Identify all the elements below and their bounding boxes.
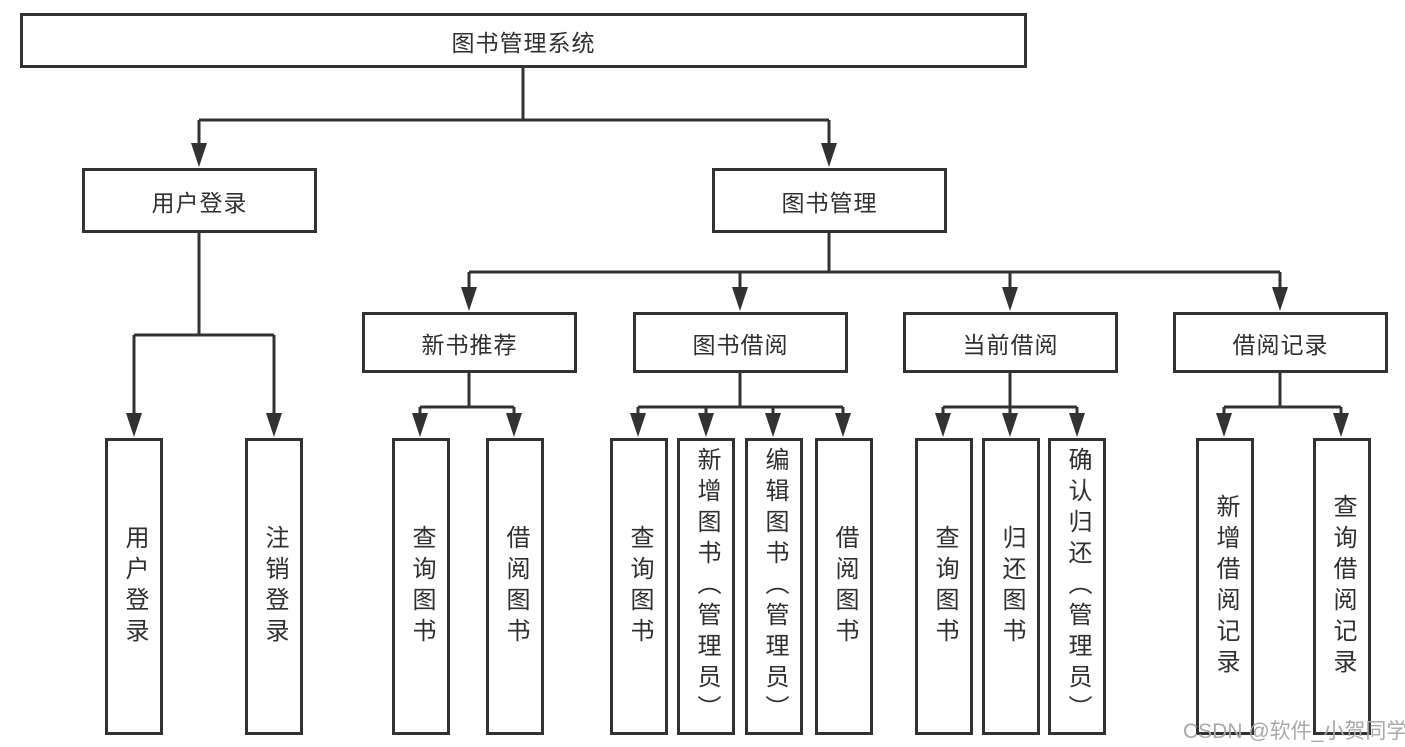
node-leaf-return-book: 归还图书 <box>982 438 1040 735</box>
node-leaf-user-login: 用户登录 <box>105 438 163 735</box>
node-new-book-recommend: 新书推荐 <box>362 312 577 373</box>
node-label: 确认归还（管理员） <box>1064 447 1091 726</box>
node-book-management: 图书管理 <box>712 168 947 233</box>
node-leaf-confirm-return-admin: 确认归还（管理员） <box>1048 438 1106 735</box>
node-leaf-add-book-admin: 新增图书（管理员） <box>677 438 735 735</box>
node-label: 归还图书 <box>998 524 1025 649</box>
node-leaf-query-books-2: 查询图书 <box>610 438 668 735</box>
node-label: 新增图书（管理员） <box>693 447 720 726</box>
node-leaf-add-borrow-record: 新增借阅记录 <box>1196 438 1254 735</box>
node-label: 查询图书 <box>931 524 958 649</box>
node-label: 用户登录 <box>121 524 148 649</box>
node-label: 借阅图书 <box>502 524 529 649</box>
node-label: 借阅图书 <box>831 524 858 649</box>
node-label: 编辑图书（管理员） <box>761 447 788 726</box>
node-label: 新增借阅记录 <box>1212 493 1239 680</box>
node-leaf-logout: 注销登录 <box>245 438 303 735</box>
node-leaf-borrow-books-2: 借阅图书 <box>815 438 873 735</box>
node-library-management-system: 图书管理系统 <box>20 13 1027 68</box>
node-leaf-query-borrow-record: 查询借阅记录 <box>1313 438 1371 735</box>
node-label: 查询图书 <box>408 524 435 649</box>
node-label: 用户登录 <box>151 189 248 216</box>
node-user-login: 用户登录 <box>82 168 317 233</box>
node-leaf-query-books-1: 查询图书 <box>392 438 450 735</box>
arrowheads <box>126 143 1349 437</box>
node-current-borrow: 当前借阅 <box>903 312 1118 373</box>
node-label: 图书借阅 <box>692 331 789 358</box>
node-label: 注销登录 <box>261 524 288 649</box>
node-leaf-query-books-3: 查询图书 <box>915 438 973 735</box>
node-label: 查询图书 <box>626 524 653 649</box>
node-leaf-edit-book-admin: 编辑图书（管理员） <box>745 438 803 735</box>
node-borrow-records: 借阅记录 <box>1173 312 1388 373</box>
node-label: 新书推荐 <box>421 331 518 358</box>
watermark: CSDN @软件_小贺同学 <box>1183 720 1405 743</box>
node-label: 查询借阅记录 <box>1329 493 1356 680</box>
node-label: 当前借阅 <box>962 331 1059 358</box>
node-book-borrow: 图书借阅 <box>633 312 848 373</box>
node-label: 图书管理 <box>781 189 878 216</box>
node-label: 图书管理系统 <box>451 29 596 56</box>
node-label: 借阅记录 <box>1232 331 1329 358</box>
node-leaf-borrow-books-1: 借阅图书 <box>486 438 544 735</box>
